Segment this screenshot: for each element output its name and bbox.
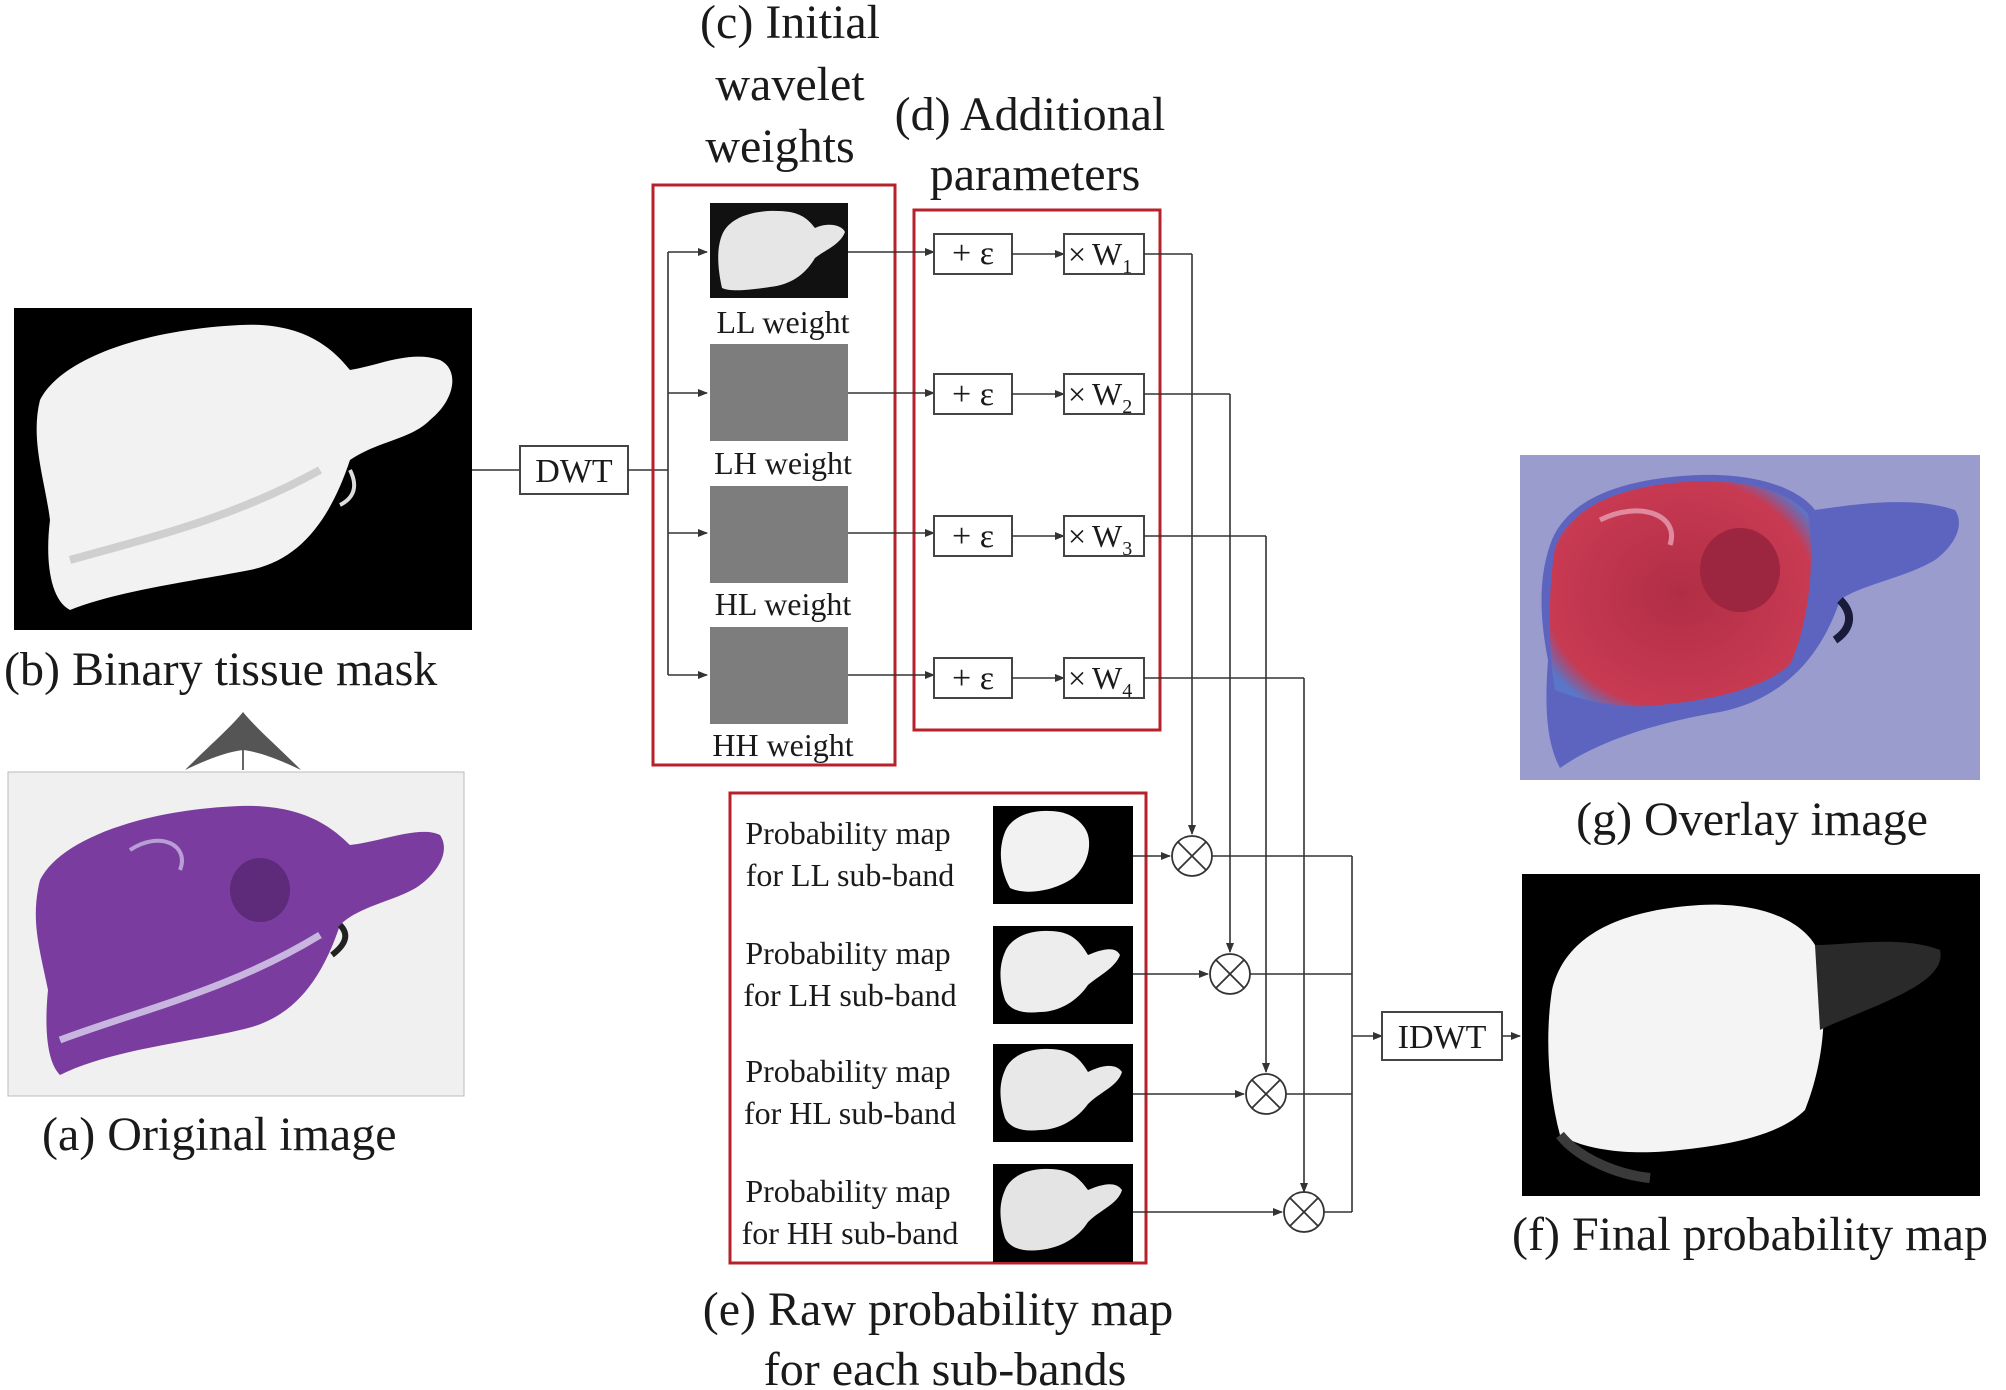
prob-map-lh-line2: for LH sub-band xyxy=(743,977,956,1013)
prob-map-hh-line1: Probability map xyxy=(745,1173,950,1209)
raw-prob-maps-frame xyxy=(728,791,1148,1265)
svg-text:×W3: ×W3 xyxy=(1068,518,1132,560)
caption-additional-params-line1: (d) Additional xyxy=(895,88,1166,141)
binary-tissue-mask-image xyxy=(14,308,472,630)
overlay-image xyxy=(1520,455,1980,780)
caption-additional-params-line2: parameters xyxy=(930,148,1141,201)
lh-weight-label: LH weight xyxy=(714,445,852,481)
ll-weight-label: LL weight xyxy=(717,304,850,340)
prob-map-hh-image xyxy=(993,1164,1133,1262)
param-row-hh: + ε ×W4 xyxy=(848,657,1304,702)
initial-weights-frame xyxy=(651,183,897,767)
lh-weight-image xyxy=(710,344,848,441)
original-image xyxy=(7,771,465,1097)
hl-weight-image xyxy=(710,486,848,583)
prob-map-ll-line1: Probability map xyxy=(745,815,950,851)
dwt-label: DWT xyxy=(535,453,613,490)
svg-text:×W1: ×W1 xyxy=(1068,236,1132,278)
caption-raw-prob-line1: (e) Raw probability map xyxy=(703,1283,1174,1336)
prob-map-lh-image xyxy=(993,926,1133,1024)
svg-text:+ ε: + ε xyxy=(952,518,994,555)
svg-text:×W4: ×W4 xyxy=(1068,660,1132,702)
prob-map-hl-line1: Probability map xyxy=(745,1053,950,1089)
prob-map-hl-image xyxy=(993,1044,1133,1142)
additional-params-frame xyxy=(912,208,1162,732)
big-up-arrow-icon xyxy=(185,712,301,770)
final-probability-map-image xyxy=(1522,874,1980,1196)
idwt-label: IDWT xyxy=(1398,1019,1487,1056)
hh-weight-label: HH weight xyxy=(712,727,853,763)
caption-overlay-image: (g) Overlay image xyxy=(1576,793,1928,846)
param-row-hl: + ε ×W3 xyxy=(848,515,1266,560)
caption-initial-weights-line1: (c) Initial xyxy=(700,0,880,49)
multiplier-hl xyxy=(1133,1073,1352,1115)
caption-binary-mask: (b) Binary tissue mask xyxy=(4,643,437,696)
multiplier-hh xyxy=(1133,1191,1352,1233)
prob-map-ll-line2: for LL sub-band xyxy=(746,857,955,893)
caption-original-image: (a) Original image xyxy=(42,1108,397,1161)
svg-text:+ ε: + ε xyxy=(952,660,994,697)
svg-text:+ ε: + ε xyxy=(952,235,994,272)
caption-raw-prob-line2: for each sub-bands xyxy=(764,1343,1127,1390)
svg-text:+ ε: + ε xyxy=(952,376,994,413)
hh-weight-image xyxy=(710,627,848,724)
caption-final-probability-map: (f) Final probability map xyxy=(1512,1208,1988,1261)
param-row-ll: + ε ×W1 xyxy=(848,233,1192,278)
prob-map-hl-line2: for HL sub-band xyxy=(744,1095,956,1131)
caption-initial-weights-line3: weights xyxy=(705,120,854,173)
hl-weight-label: HL weight xyxy=(715,586,852,622)
multiplier-ll xyxy=(1133,835,1352,877)
prob-map-hh-line2: for HH sub-band xyxy=(742,1215,959,1251)
prob-map-ll-image xyxy=(993,806,1133,904)
caption-initial-weights-line2: wavelet xyxy=(715,58,865,111)
prob-map-lh-line1: Probability map xyxy=(745,935,950,971)
ll-weight-image xyxy=(710,203,848,298)
multiplier-lh xyxy=(1133,953,1352,995)
param-row-lh: + ε ×W2 xyxy=(848,373,1230,418)
svg-text:×W2: ×W2 xyxy=(1068,376,1132,418)
